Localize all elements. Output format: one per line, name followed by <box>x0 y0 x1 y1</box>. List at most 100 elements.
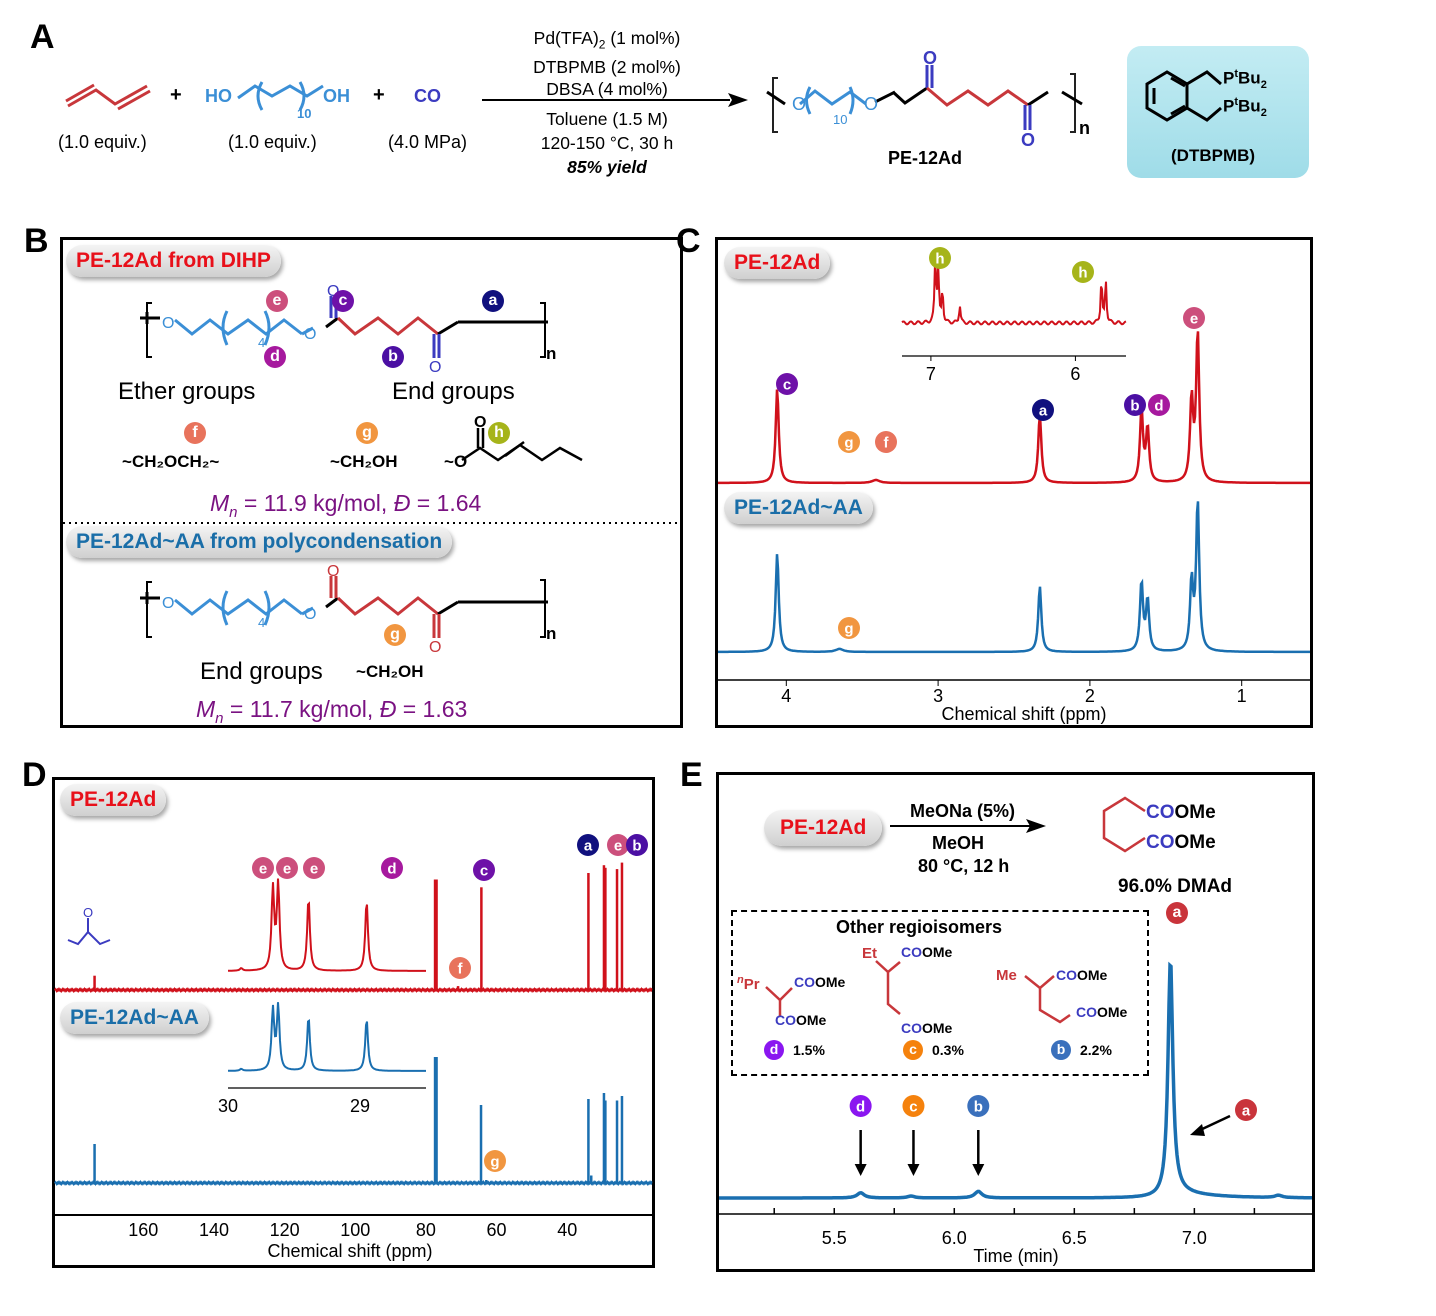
top-repeat-subscript: 4 <box>258 335 266 350</box>
c-peak-label-d <box>1148 394 1170 416</box>
d-pe12ad-peak-0 <box>93 975 96 990</box>
e-arrow-a <box>1197 1114 1231 1133</box>
c-x-axis-label: Chemical shift (ppm) <box>941 704 1106 724</box>
condition-ligand: DTBPMB (2 mol%) <box>533 56 681 77</box>
label-c-badge: c <box>332 290 354 312</box>
e-peak-label-d-text: d <box>856 1099 865 1116</box>
d-pe12ad-aa-baseline <box>54 1179 653 1187</box>
bottom-mn-dispersity: Mn = 11.7 kg/mol, Đ = 1.63 <box>196 696 468 727</box>
regio-d-badge: d <box>764 1040 784 1060</box>
c-inset-tick-label-1: 6 <box>1070 364 1080 384</box>
d-xtick-label-2: 120 <box>270 1220 300 1240</box>
regio-structures <box>765 960 1071 1024</box>
e-arrowhead-b <box>972 1164 985 1176</box>
plus-sign-2: + <box>373 84 385 106</box>
d-peak-label-g-9-text: g <box>490 1154 499 1171</box>
d-pe12ad-aa-peak-8 <box>615 1100 619 1183</box>
d-xtick-label-6: 40 <box>557 1220 577 1240</box>
regio-b-ester-1: COOMe <box>1056 967 1108 983</box>
ether-groups-heading: Ether groups <box>118 378 256 405</box>
pill-c-pe12ad-aa: PE-12Ad~AA <box>724 492 873 524</box>
d-peak-label-e-7-text: e <box>614 838 622 855</box>
d-peak-label-d-3-text: d <box>387 861 396 878</box>
c-trace-pe12ad <box>718 331 1310 485</box>
dmad-yield: 96.0% DMAd <box>1118 876 1233 897</box>
d-peak-label-e-1 <box>276 857 298 879</box>
ligand-structure <box>1145 70 1222 122</box>
e-arrowhead-c <box>907 1164 920 1176</box>
regio-c-substituent: Et <box>862 945 877 962</box>
d-pe12ad-aa-peak-7 <box>604 1100 607 1183</box>
panel-a-scheme-graphics: O O O O <box>65 48 1083 150</box>
e-peak-label-d <box>849 1095 872 1117</box>
panel-d-letter: D <box>22 756 47 794</box>
c-inset-trace <box>901 260 1127 326</box>
svg-text:O: O <box>327 563 339 580</box>
polymer-carbonyl-o1: O <box>923 48 937 68</box>
d-peak-label-a-6 <box>577 834 599 856</box>
c-peak-label-a-text: a <box>1039 403 1048 420</box>
d-peak-label-e-2 <box>303 857 325 879</box>
c-inset-label-h1-text: h <box>935 251 944 268</box>
c-inset-tick-label-0: 7 <box>926 364 936 384</box>
d-pe12ad-aa-peak-2 <box>479 1105 483 1183</box>
label-h-badge: h <box>488 422 510 444</box>
pill-pe12ad-aa-polycondensation: PE-12Ad~AA from polycondensation <box>66 526 453 558</box>
d-peak-label-c-4-text: c <box>480 863 488 880</box>
c-peak-label-g-text: g <box>844 435 853 452</box>
regioisomers-title: Other regioisomers <box>836 917 1003 937</box>
d-inset-trace-pe12ad <box>228 878 426 972</box>
regio-c-percent: 0.3% <box>932 1042 964 1058</box>
regio-c-ester-2: COOMe <box>901 1020 953 1036</box>
regio-d-percent: 1.5% <box>793 1042 825 1058</box>
reaction-yield: 85% yield <box>567 157 647 177</box>
polymer-o-right: O <box>864 94 878 114</box>
e-peak-label-c-text: c <box>909 1099 917 1116</box>
d-pe12ad-peak-1 <box>433 879 438 990</box>
d-pe12ad-peak-7 <box>615 869 619 990</box>
butadiene-equiv: (1.0 equiv.) <box>58 132 147 152</box>
c-inset-label-h2-text: h <box>1078 265 1087 282</box>
label-a-badge: a <box>482 290 504 312</box>
d-pe12ad-aa-peak-5 <box>589 1175 593 1183</box>
c-peak-label-e <box>1183 307 1205 329</box>
d-pe12ad-peak-6 <box>604 867 607 990</box>
pill-pe12ad-dihp: PE-12Ad from DIHP <box>66 245 281 277</box>
e-conditions: 80 °C, 12 h <box>918 856 1010 876</box>
dmad-ester-2: COOMe <box>1146 832 1216 853</box>
pill-d-pe12ad-aa: PE-12Ad~AA <box>60 1002 209 1034</box>
d-peak-label-e-2-text: e <box>310 861 318 878</box>
pill-e-pe12ad: PE-12Ad <box>764 810 883 846</box>
diol-oh: OH <box>323 86 350 106</box>
d-xtick-label-3: 100 <box>340 1220 370 1240</box>
c-peak-label-b-text: b <box>1130 398 1139 415</box>
c-xtick-label-2: 2 <box>1085 686 1095 706</box>
c-inset-label-h1 <box>929 247 951 269</box>
ligand-box: PtBu2 PtBu2 (DTBPMB) <box>1127 46 1309 178</box>
pill-c-pe12ad: PE-12Ad <box>724 247 831 279</box>
diol-chain <box>237 81 324 111</box>
label-g-badge-bottom: g <box>384 624 406 646</box>
regio-d-ester-1: COOMe <box>794 974 846 990</box>
d-peak-label-b-8 <box>626 834 648 856</box>
d-pe12ad-aa-peak-1 <box>433 1057 438 1183</box>
top-mn-dispersity: Mn = 11.9 kg/mol, Đ = 1.64 <box>210 490 482 521</box>
panel-e-box <box>716 772 1315 1272</box>
d-peak-label-b-8-text: b <box>632 838 641 855</box>
c-peak-label-g-aa <box>838 617 860 639</box>
c-peak-label-c <box>776 373 798 395</box>
polymer-o-left: O <box>792 94 806 114</box>
regio-c-badge: c <box>903 1040 923 1060</box>
d-pe12ad-baseline <box>54 986 653 994</box>
diol-equiv: (1.0 equiv.) <box>228 132 317 152</box>
label-a-badge-dmad: a <box>1166 902 1188 924</box>
c-peak-label-c-text: c <box>783 377 791 394</box>
e-xtick-label-3: 7.0 <box>1182 1228 1207 1248</box>
product-name: PE-12Ad <box>888 148 963 168</box>
e-arrowhead-a <box>1190 1124 1205 1136</box>
d-xtick-label-5: 60 <box>487 1220 507 1240</box>
polymer-repeat-subscript: 10 <box>833 112 848 127</box>
